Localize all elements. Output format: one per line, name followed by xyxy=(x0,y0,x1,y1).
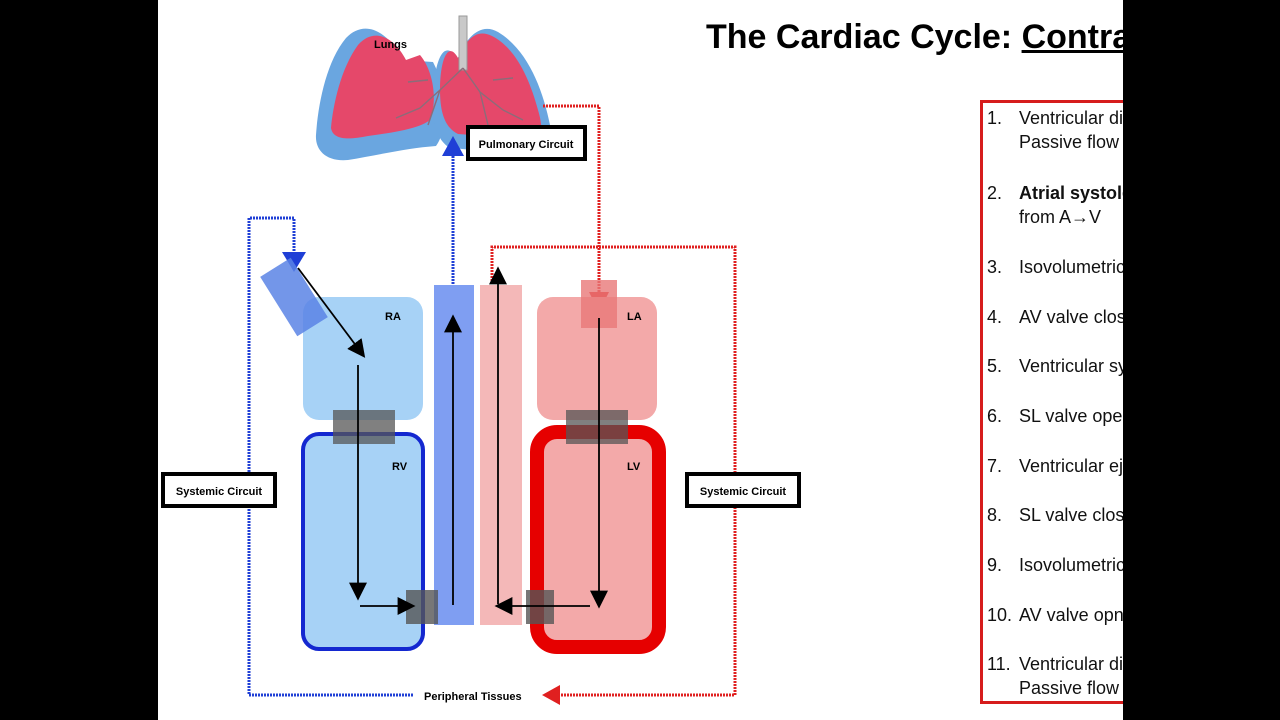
list-item: 1.Ventricular diastole/ Passive flow fro… xyxy=(987,108,1123,152)
list-item: 10.AV valve opnes xyxy=(987,605,1123,625)
lv-label: LV xyxy=(627,461,641,473)
list-item: 11.Ventricular diastole/ Passive flow fr… xyxy=(987,654,1123,698)
list-item: 7.Ventricular ejection xyxy=(987,456,1123,476)
vena-cava-arrowhead xyxy=(282,252,306,272)
la-label: LA xyxy=(627,311,642,323)
systemic-return-vessel xyxy=(247,216,413,697)
peripheral-tissues-label: Peripheral Tissues xyxy=(424,691,522,703)
page-title: The Cardiac Cycle: Contractions xyxy=(706,18,1123,57)
list-item: 5.Ventricular systole xyxy=(987,356,1123,376)
lungs-label: Lungs xyxy=(374,39,407,51)
heart-circulation-diagram: Lungs Pulmonary Circuit Systemic Circuit… xyxy=(161,15,801,705)
systemic-circuit-left-box xyxy=(161,472,277,508)
title-underlined: Contractions xyxy=(1021,18,1123,56)
title-main: The Cardiac Cycle: xyxy=(706,18,1022,56)
mitral-valve xyxy=(566,410,628,444)
pulmonary-vein-vessel xyxy=(543,104,601,292)
pulmonary-valve xyxy=(406,590,438,624)
pulmonary-trunk xyxy=(434,285,474,625)
tricuspid-valve xyxy=(333,410,395,444)
list-item: 8.SL valve closes xyxy=(987,505,1123,525)
bold-phrase: Atrial systole xyxy=(1019,183,1123,203)
pulmonary-artery-arrowhead xyxy=(442,136,464,156)
rv-label: RV xyxy=(392,461,408,473)
list-item: 6.SL valve opens xyxy=(987,406,1123,426)
flow-arrows xyxy=(297,266,608,615)
pulmonary-circuit-box xyxy=(466,125,587,161)
list-item: 2.Atrial systole/Active flow from A→V xyxy=(987,181,1123,229)
left-ventricle xyxy=(530,425,666,654)
list-item: 3.Isovolumetric contraction xyxy=(987,257,1123,277)
list-item: 4.AV valve closes xyxy=(987,307,1123,327)
ra-label: RA xyxy=(385,311,401,323)
cycle-steps-list: 1.Ventricular diastole/ Passive flow fro… xyxy=(980,100,1123,704)
left-atrium xyxy=(537,297,657,420)
list-item: 9.Isovolumetric relaxation xyxy=(987,555,1123,575)
aortic-valve xyxy=(526,590,554,624)
slide: Lungs Pulmonary Circuit Systemic Circuit… xyxy=(158,0,1123,720)
pulmonary-circuit-label: Pulmonary Circuit xyxy=(479,139,574,151)
systemic-circuit-left-label: Systemic Circuit xyxy=(176,486,263,498)
systemic-circuit-right-box xyxy=(685,472,801,508)
aorta xyxy=(480,285,522,625)
systemic-supply-vessel xyxy=(490,245,737,697)
systemic-circuit-right-label: Systemic Circuit xyxy=(700,486,787,498)
peripheral-arrowhead xyxy=(542,685,560,705)
right-atrium xyxy=(303,297,423,420)
vena-cava-inflow xyxy=(260,257,328,337)
